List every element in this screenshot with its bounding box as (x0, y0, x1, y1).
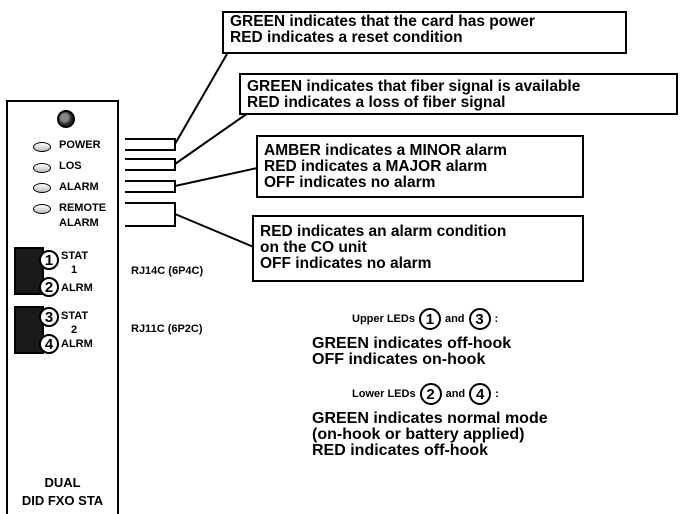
alarm-bracket (125, 180, 176, 193)
lower-leds-colon: : (495, 388, 499, 400)
jack2-number: 2 (71, 324, 78, 336)
lower-leds-line2: (on-hook or battery applied) (312, 426, 525, 443)
lower-leds-line1: GREEN indicates normal mode (312, 410, 548, 427)
remote-alarm-callout: RED indicates an alarm condition on the … (252, 215, 584, 282)
power-led (33, 142, 51, 152)
upper-leds-line2: OFF indicates on-hook (312, 351, 486, 368)
remote-alarm-led-label: REMOTE (59, 202, 107, 214)
card-name-line2: DID FXO STA (21, 493, 104, 508)
upper-leds-heading: Upper LEDs 1 and 3 : (352, 308, 498, 330)
remote-callout-line3: OFF indicates no alarm (260, 255, 432, 272)
upper-leds-line1: GREEN indicates off-hook (312, 335, 512, 352)
led-number-2: 2 (39, 277, 59, 297)
los-led-label: LOS (59, 160, 82, 172)
power-callout-line2: RED indicates a reset condition (230, 29, 463, 46)
alarm-led (33, 183, 51, 193)
remote-leader (174, 213, 257, 249)
lower-leds-line3: RED indicates off-hook (312, 442, 489, 459)
upper-led-number-1: 1 (418, 308, 441, 330)
los-led (33, 163, 51, 173)
lower-leds-and: and (445, 388, 466, 400)
lower-leds-prefix: Lower LEDs (352, 388, 416, 400)
remote-alarm-led-label-2: ALARM (59, 217, 99, 229)
remote-bracket (125, 202, 176, 227)
jack2-stat-label: STAT (61, 310, 89, 322)
upper-leds-and: and (444, 313, 465, 325)
rj11c-label: RJ11C (6P2C) (131, 323, 203, 335)
rj14c-label: RJ14C (6P4C) (131, 265, 204, 277)
power-bracket (125, 138, 176, 151)
remote-callout-line2: on the CO unit (260, 239, 367, 256)
upper-leds-description: GREEN indicates off-hook OFF indicates o… (312, 336, 511, 368)
jack1-stat-label: STAT (61, 250, 89, 262)
power-led-label: POWER (59, 139, 101, 151)
remote-callout-line1: RED indicates an alarm condition (260, 223, 507, 240)
alarm-callout-line3: OFF indicates no alarm (264, 174, 436, 191)
led-number-3: 3 (39, 307, 59, 327)
alarm-callout: AMBER indicates a MINOR alarm RED indica… (256, 135, 584, 198)
lower-leds-heading: Lower LEDs 2 and 4 : (352, 383, 499, 405)
upper-leds-prefix: Upper LEDs (352, 313, 415, 325)
upper-leds-colon: : (494, 313, 499, 325)
lower-led-number-4: 4 (469, 383, 492, 405)
jack2-alrm-label: ALRM (61, 338, 93, 350)
los-callout: GREEN indicates that fiber signal is ava… (239, 73, 678, 115)
upper-led-number-3: 3 (468, 308, 491, 330)
screw-icon (57, 110, 75, 128)
los-callout-line2: RED indicates a loss of fiber signal (247, 94, 506, 111)
los-bracket (125, 158, 176, 171)
los-leader (174, 112, 249, 165)
lower-led-number-2: 2 (419, 383, 442, 405)
remote-alarm-led (33, 204, 51, 214)
power-callout-line1: GREEN indicates that the card has power (230, 13, 535, 30)
alarm-led-label: ALARM (59, 181, 99, 193)
jack1-alrm-label: ALRM (61, 282, 93, 294)
card-name: DUAL DID FXO STA (6, 474, 119, 510)
led-number-4: 4 (39, 334, 59, 354)
power-callout: GREEN indicates that the card has power … (222, 11, 627, 54)
alarm-callout-line2: RED indicates a MAJOR alarm (264, 158, 488, 175)
los-callout-line1: GREEN indicates that fiber signal is ava… (247, 78, 581, 95)
lower-leds-description: GREEN indicates normal mode (on-hook or … (312, 411, 548, 459)
alarm-leader (174, 166, 263, 187)
alarm-callout-line1: AMBER indicates a MINOR alarm (264, 142, 507, 159)
power-leader (174, 53, 228, 145)
led-number-1: 1 (39, 250, 59, 270)
card-name-line1: DUAL (44, 475, 81, 490)
card-faceplate (6, 100, 119, 514)
jack1-number: 1 (71, 264, 78, 276)
